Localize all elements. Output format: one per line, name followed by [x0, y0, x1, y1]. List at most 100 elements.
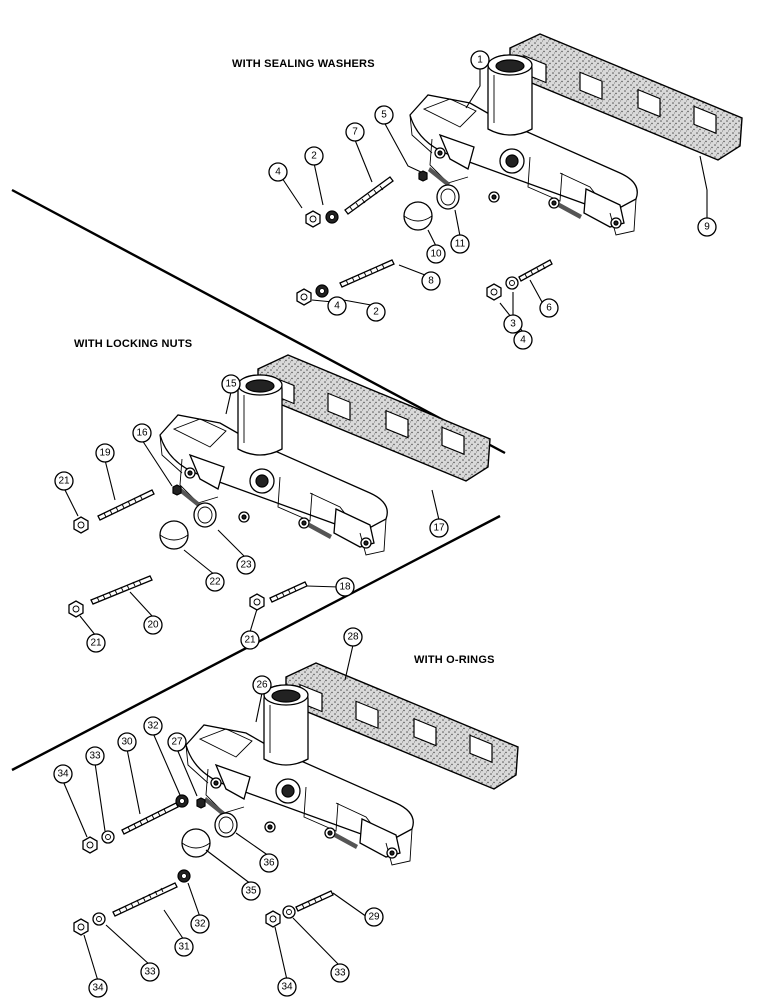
stud-part-30	[121, 802, 179, 835]
callout-bubbles: 1 2 2 3 4 4 4 5 6 7 8 9 10 11 15 16 17 1…	[53, 50, 717, 998]
washer-part-33c	[282, 905, 296, 919]
washer-part-2	[325, 210, 339, 224]
svg-text:6: 6	[546, 303, 552, 314]
callout-21b: 21	[86, 633, 106, 653]
callout-23: 23	[236, 555, 256, 575]
manifold-assembly-locking-nuts	[63, 354, 491, 637]
svg-text:21: 21	[90, 638, 102, 649]
svg-text:27: 27	[171, 737, 183, 748]
svg-text:4: 4	[520, 335, 526, 346]
callout-32b: 32	[190, 914, 210, 934]
svg-text:34: 34	[57, 769, 69, 780]
callout-30: 30	[117, 732, 137, 752]
svg-text:10: 10	[430, 249, 442, 260]
ring-part-36	[214, 812, 238, 838]
callout-9: 9	[697, 217, 717, 237]
svg-text:19: 19	[99, 448, 111, 459]
callout-32: 32	[143, 716, 163, 736]
svg-text:1: 1	[477, 55, 483, 66]
washer-part-32b	[177, 869, 191, 883]
callout-5: 5	[374, 105, 394, 125]
svg-text:35: 35	[245, 886, 257, 897]
stud-part-8	[339, 259, 395, 288]
nut-part-4c	[486, 283, 502, 301]
svg-text:22: 22	[209, 577, 221, 588]
section-divider-line	[11, 188, 506, 455]
svg-text:34: 34	[281, 982, 293, 993]
callout-1: 1	[470, 50, 490, 70]
callout-19: 19	[95, 443, 115, 463]
svg-text:33: 33	[89, 751, 101, 762]
stud-part-18	[269, 581, 308, 603]
svg-text:32: 32	[194, 919, 206, 930]
manifold-assembly-o-rings	[62, 644, 519, 982]
callout-28: 28	[343, 627, 363, 647]
svg-text:31: 31	[178, 942, 190, 953]
svg-text:21: 21	[244, 635, 256, 646]
svg-text:23: 23	[240, 560, 252, 571]
svg-text:21: 21	[58, 476, 70, 487]
callout-36: 36	[259, 853, 279, 873]
callout-16: 16	[132, 423, 152, 443]
svg-text:4: 4	[334, 301, 340, 312]
svg-text:15: 15	[225, 379, 237, 390]
callout-31: 31	[174, 937, 194, 957]
callout-21: 21	[54, 471, 74, 491]
svg-text:34: 34	[92, 983, 104, 994]
plug-part-16	[172, 484, 182, 496]
callout-7: 7	[345, 122, 365, 142]
svg-text:3: 3	[510, 319, 516, 330]
stud-part-19	[97, 489, 155, 521]
callout-21c: 21	[240, 630, 260, 650]
callout-17: 17	[429, 518, 449, 538]
callout-4: 4	[268, 162, 288, 182]
callout-29: 29	[364, 907, 384, 927]
callout-4b: 4	[327, 296, 347, 316]
svg-text:16: 16	[136, 428, 148, 439]
stud-part-7	[344, 176, 394, 215]
callout-22: 22	[205, 572, 225, 592]
nut-part-34b	[73, 918, 89, 936]
callout-33b: 33	[140, 962, 160, 982]
svg-text:9: 9	[704, 222, 710, 233]
nut-part-21b	[68, 600, 84, 618]
svg-text:33: 33	[144, 967, 156, 978]
svg-text:2: 2	[311, 151, 317, 162]
nut-part-4b	[296, 288, 312, 306]
callout-33: 33	[85, 746, 105, 766]
nut-part-34	[82, 836, 98, 854]
washer-part-33b	[92, 912, 106, 926]
callout-4c: 4	[513, 330, 533, 350]
section-title-sealing-washers: WITH SEALING WASHERS	[232, 58, 375, 70]
svg-text:36: 36	[263, 858, 275, 869]
ring-part-11	[436, 184, 460, 210]
washer-part-2b	[315, 284, 329, 298]
callout-26: 26	[252, 675, 272, 695]
svg-text:7: 7	[352, 127, 358, 138]
svg-text:32: 32	[147, 721, 159, 732]
washer-part-33	[101, 830, 115, 844]
washer-part-3	[505, 276, 519, 290]
manifold-assembly-sealing-washers	[281, 33, 743, 333]
callout-35: 35	[241, 881, 261, 901]
callout-20: 20	[143, 615, 163, 635]
callout-10: 10	[426, 244, 446, 264]
svg-text:20: 20	[147, 620, 159, 631]
nut-part-4	[305, 210, 321, 228]
ring-part-23	[193, 502, 217, 528]
plug-part-35	[181, 828, 211, 858]
plug-part-27	[196, 797, 206, 809]
callout-18: 18	[335, 577, 355, 597]
plug-part-5	[418, 170, 428, 182]
nut-part-21	[73, 516, 89, 534]
svg-text:30: 30	[121, 737, 133, 748]
callout-2b: 2	[366, 302, 386, 322]
nut-part-34c	[265, 910, 281, 928]
svg-text:8: 8	[428, 276, 434, 287]
washer-part-32	[175, 794, 189, 808]
plug-part-22	[159, 520, 189, 550]
callout-8: 8	[421, 271, 441, 291]
callout-3: 3	[503, 314, 523, 334]
section-title-o-rings: WITH O-RINGS	[414, 654, 495, 666]
